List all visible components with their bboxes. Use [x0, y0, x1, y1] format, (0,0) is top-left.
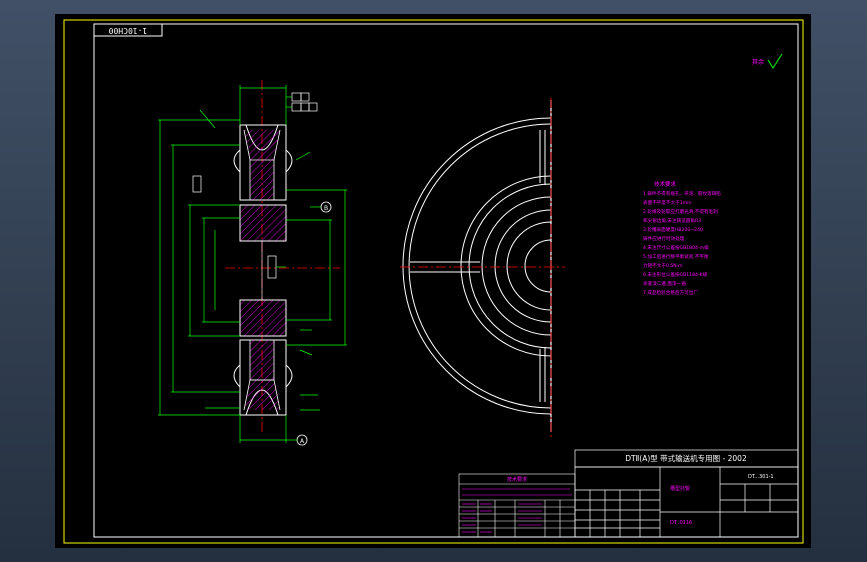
drawing-border-outer [63, 19, 804, 544]
notes-line: 铸件应进行时效处理 [643, 235, 685, 242]
notes-line: 表面不平度不大于1mm [643, 199, 692, 206]
table-header: 技术要求 [507, 476, 527, 483]
standard-code: DT...301-1 [748, 474, 774, 480]
notes-line: 5.加工后进行静平衡试验,不平衡 [643, 253, 709, 260]
drawing-code-box [93, 23, 163, 37]
title-block: DTⅡ(A)型 带式输送机专用图 - 2002 槽型托辊 DT..0116 DT… [458, 449, 799, 538]
notes-line: 1.铸件不得有缩孔、夹渣、裂纹等缺陷 [643, 190, 721, 197]
front-view-centerlines [400, 98, 565, 438]
drawing-border-inner [93, 23, 799, 538]
notes-line: 涂底漆二遍,面漆一遍 [643, 280, 686, 287]
cad-viewport[interactable] [55, 14, 811, 548]
datum-a-label: A [300, 438, 305, 445]
main-title: DTⅡ(A)型 带式输送机专用图 - 2002 [625, 453, 747, 463]
section-view: B A [158, 80, 347, 446]
roughness-label: 其余 [752, 58, 764, 66]
datum-b-label: B [324, 205, 328, 212]
front-view [402, 100, 552, 432]
notes-line: 7.成品检验合格后方可出厂 [643, 289, 698, 296]
notes-line: 2.轮缘及轮毂应打磨光滑,不得有毛刺 [643, 208, 718, 215]
drawing-code: 1-10CH00 [109, 26, 148, 35]
notes-line: 6.未注形位公差按GB1184-K级 [643, 271, 708, 278]
part-name: 槽型托辊 [670, 485, 690, 492]
technical-notes: 技术要求 1.铸件不得有缩孔、夹渣、裂纹等缺陷 表面不平度不大于1mm 2.轮缘… [643, 180, 721, 296]
roughness-check-icon [767, 53, 783, 69]
notes-line: 和尖锐边角,未注铸造圆角R3 [643, 217, 701, 224]
notes-line: 3.轮槽表面硬度HB200~240 [643, 226, 703, 233]
notes-line: 力矩不大于0.5N·m [643, 262, 683, 269]
drawing-number: DT..0116 [670, 520, 692, 526]
notes-title: 技术要求 [654, 180, 677, 188]
notes-line: 4.未注尺寸公差按GB1804-m级 [643, 244, 709, 251]
